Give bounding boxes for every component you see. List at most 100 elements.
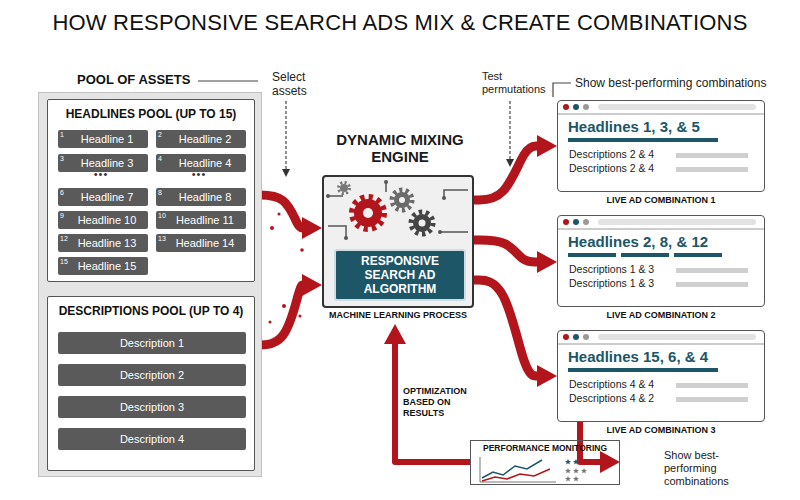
headline-chip: 12 Headline 13 xyxy=(58,234,148,252)
speckle-dot xyxy=(270,226,274,230)
headline-chip: 9Headline 10 xyxy=(58,211,148,229)
browser-bar-line xyxy=(557,344,765,345)
headline-label: Headline 14 xyxy=(176,236,235,250)
live-ad-card: Headlines 2, 8, & 12Descriptions 1 & 3De… xyxy=(557,215,765,307)
card-fill xyxy=(557,100,765,192)
headline-label: Headline 8 xyxy=(179,190,232,204)
browser-dot xyxy=(563,219,569,225)
speckle-dot xyxy=(278,213,281,216)
headline-underline xyxy=(674,253,722,257)
address-bar xyxy=(598,104,756,110)
card-chrome-3 xyxy=(557,330,765,422)
headline-chip: 8 Headline 8 xyxy=(156,188,246,206)
gear-teeth xyxy=(411,212,433,234)
page-title: HOW RESPONSIVE SEARCH ADS MIX & CREATE C… xyxy=(52,10,747,36)
headline-underline xyxy=(621,253,669,257)
chip-number: 1 xyxy=(60,131,64,139)
live-ad-card: Headlines 15, 6, & 4 Descriptions 4 & 4De… xyxy=(557,330,765,422)
performance-monitor-box: PERFORMANCE MONITORING xyxy=(470,440,620,485)
text-placeholder-bar xyxy=(676,268,748,273)
ad-description: Descriptions 4 & 2 xyxy=(569,392,654,405)
gear-hole xyxy=(419,220,426,227)
gear-small xyxy=(339,183,350,194)
headline-underline xyxy=(568,368,718,372)
headline-label: Headline 4 xyxy=(179,156,232,170)
circuit-pad xyxy=(344,236,348,240)
flow-arrow xyxy=(580,422,601,462)
circuit-pad xyxy=(442,196,446,200)
description-label: Description 3 xyxy=(120,400,184,414)
description-chip: Description 4 xyxy=(58,428,246,450)
engine-illustration xyxy=(322,175,474,308)
description-chip: Description 2 xyxy=(58,364,246,386)
gear-teeth xyxy=(339,183,350,194)
description-chip: Description 1 xyxy=(58,332,246,354)
pool-box: DESCRIPTIONS POOL (UP TO 4) Description 1… xyxy=(47,296,255,471)
circuit-trace xyxy=(444,190,468,198)
engine-heading: DYNAMIC MIXING ENGINE xyxy=(310,131,490,165)
connector-group xyxy=(255,146,601,462)
circuit-trace xyxy=(440,231,468,233)
chip-number: 12 xyxy=(60,235,68,243)
ad-headline: Headlines 2, 8, & 12 xyxy=(568,233,708,251)
chip-number: 15 xyxy=(60,258,68,266)
flow-arrow xyxy=(255,195,303,228)
gear-grey xyxy=(411,212,433,234)
gear-grey xyxy=(392,190,412,210)
description-label: Description 2 xyxy=(120,368,184,382)
headline-chip: 13Headline 14 xyxy=(156,234,246,252)
rating-star xyxy=(581,468,587,474)
ad-description: Descriptions 4 & 4 xyxy=(569,378,654,391)
annotation: Select assets xyxy=(272,70,322,98)
card-fill xyxy=(557,330,765,422)
card-chrome-2 xyxy=(557,215,765,307)
pool-heading: HEADLINES POOL (UP TO 15) xyxy=(66,107,237,121)
chip-number: 10 xyxy=(158,212,166,220)
chip-number: 2 xyxy=(158,131,162,139)
gear-body xyxy=(340,184,348,192)
chart-line xyxy=(482,469,550,481)
annotation: Test permutations xyxy=(482,70,554,96)
gear-teeth xyxy=(352,197,384,229)
annotation: Show best-performing combinations xyxy=(664,449,746,488)
algorithm-label: RESPONSIVE SEARCH AD ALGORITHM xyxy=(336,254,464,296)
panel-heading: POOL OF ASSETS xyxy=(77,72,190,87)
headline-label: Headline 11 xyxy=(176,213,234,227)
circuit-trace xyxy=(328,195,343,197)
description-label: Description 4 xyxy=(120,432,184,446)
bracket-line xyxy=(553,83,571,97)
flow-arrow xyxy=(474,240,538,262)
headline-label: Headline 7 xyxy=(81,190,134,204)
text-placeholder-bar xyxy=(676,383,748,388)
flow-arrow xyxy=(255,285,303,345)
gear-hole xyxy=(399,197,405,203)
card-caption: LIVE AD COMBINATION 2 xyxy=(606,310,715,320)
chip-number: 8 xyxy=(158,189,162,197)
chip-number: 6 xyxy=(60,189,64,197)
mixing-engine-box: DYNAMIC MIXING ENGINEMACHINE LEARNING PR… xyxy=(322,175,474,308)
headline-chip: 10 Headline 11 xyxy=(156,211,246,229)
headline-label: Headline 13 xyxy=(78,236,137,250)
browser-dot xyxy=(573,219,579,225)
circuit-pad xyxy=(326,194,330,198)
text-placeholder-bar xyxy=(676,397,748,402)
speckle-dot xyxy=(300,248,304,252)
pool-heading: DESCRIPTIONS POOL (UP TO 4) xyxy=(59,304,244,318)
headline-label: Headline 15 xyxy=(78,259,137,273)
description-chip: Description 3 xyxy=(58,396,246,418)
headline-label: Headline 1 xyxy=(81,132,134,146)
browser-dot xyxy=(563,334,569,340)
rating-star xyxy=(565,476,571,482)
text-placeholder-bar xyxy=(676,153,748,158)
ad-headline: Headlines 15, 6, & 4 xyxy=(568,348,708,366)
speckle-dot xyxy=(299,315,302,318)
ellipsis: ••• xyxy=(179,168,219,180)
ellipsis: ••• xyxy=(81,168,121,180)
chart-axis xyxy=(480,457,556,482)
browser-dot xyxy=(583,334,589,340)
headline-chip: 6 Headline 7 xyxy=(58,188,148,206)
rating-star xyxy=(565,468,571,474)
feedback-label: OPTIMIZATION BASED ON RESULTS xyxy=(403,386,477,419)
headline-underline xyxy=(568,138,718,142)
